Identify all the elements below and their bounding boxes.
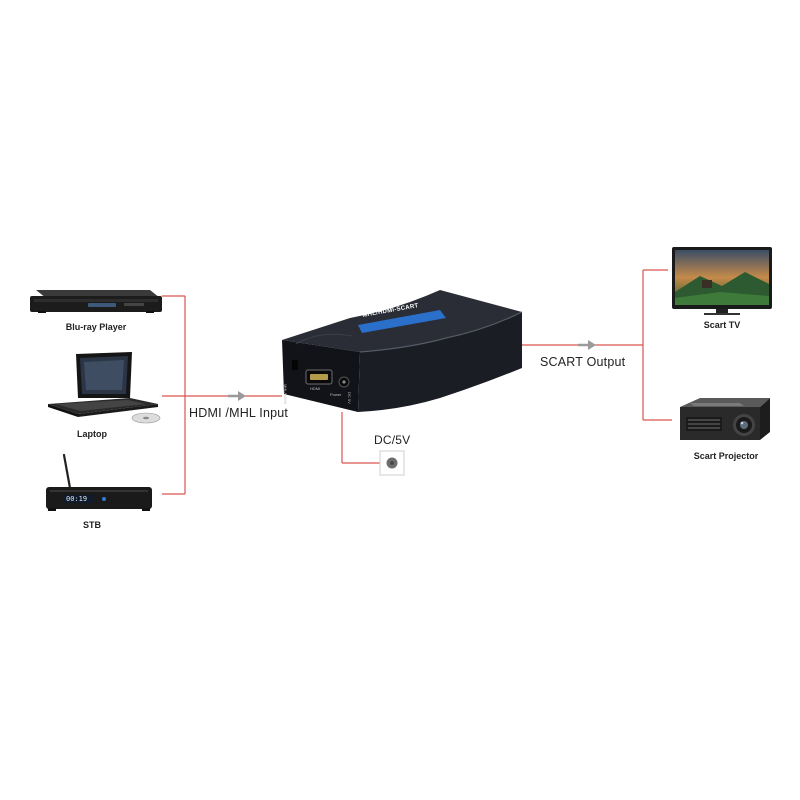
blu-ray-player-icon — [30, 290, 162, 313]
converter-device-icon — [282, 290, 523, 412]
device-port-label-mhl: MHL/HDMI — [283, 384, 288, 404]
output-arrow — [578, 340, 596, 350]
television-icon — [672, 247, 772, 315]
output-label: SCART Output — [540, 355, 626, 369]
projector-icon — [680, 398, 770, 440]
output-connector-lines — [522, 269, 672, 421]
output-label-tv: Scart TV — [703, 320, 741, 330]
laptop-icon — [48, 352, 161, 424]
power-label: DC/5V — [374, 433, 411, 447]
device-port-label-power: Power — [330, 392, 342, 397]
input-connector-lines — [162, 295, 282, 495]
stb-display-text: 00:19 — [66, 495, 88, 503]
input-label: HDMI /MHL Input — [189, 406, 289, 420]
source-label-stb: STB — [83, 520, 101, 530]
output-label-projector: Scart Projector — [693, 451, 759, 461]
power-plug-icon — [379, 450, 405, 476]
device-port-label-hdmi: HDMI — [310, 386, 321, 391]
input-arrow — [228, 391, 246, 401]
set-top-box-icon — [46, 453, 152, 511]
power-connector-line — [341, 412, 380, 464]
device-port-label-dc: DC 5V — [347, 392, 352, 404]
source-label-laptop: Laptop — [77, 429, 107, 439]
source-label-blu-ray: Blu-ray Player — [65, 322, 127, 332]
